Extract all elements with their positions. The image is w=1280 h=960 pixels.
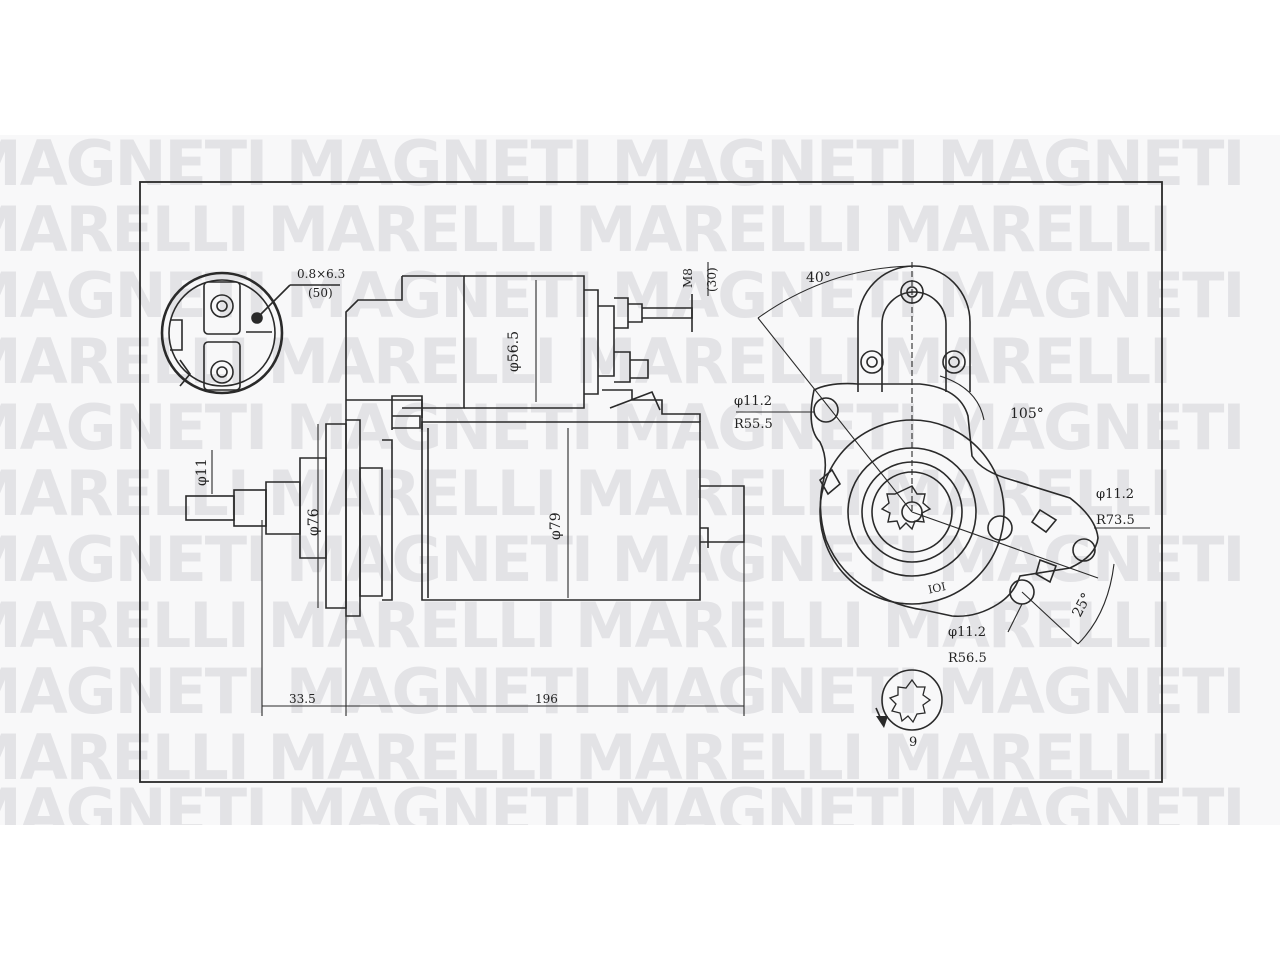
angle-105-label: 105°: [1010, 406, 1044, 422]
m8-label: M8: [681, 268, 695, 288]
length-196-label: 196: [535, 692, 558, 706]
side-dimensions: [211, 262, 745, 716]
watermark-row: MARELLI MARELLI MARELLI MARELLI: [0, 457, 1172, 530]
hole-c-dia-label: φ11.2: [948, 625, 986, 640]
watermark-row: MAGNETI MAGNETI MAGNETI MAGNETI: [0, 135, 1245, 200]
terminal-spec-label: 0.8×6.3: [297, 267, 345, 281]
terminal-end-view: [160, 271, 340, 395]
hole-b-radius-label: R73.5: [1096, 513, 1135, 528]
watermark-row: MAGNETI MAGNETI MAGNETI MAGNETI: [0, 655, 1245, 728]
pinion-detail: [875, 669, 943, 731]
length-33-5-label: 33.5: [289, 692, 316, 706]
hole-a-radius-label: R55.5: [734, 417, 773, 432]
watermark-layer: MAGNETI MAGNETI MAGNETI MAGNETI MARELLI …: [0, 135, 1280, 825]
dia-56-5-label: φ56.5: [506, 331, 522, 372]
angle-25-label: 25°: [1069, 590, 1095, 619]
m8-sub-label: (30): [705, 267, 719, 292]
flange-mark: IOI: [927, 580, 947, 596]
flange-front-view: IOI: [810, 265, 1099, 618]
dia-11-shaft-label: φ11: [194, 458, 210, 486]
watermark-row: MAGNETI MAGNETI MAGNETI MAGNETI: [0, 523, 1245, 596]
flange-dimensions: [736, 262, 1150, 645]
starter-side-view: [185, 275, 745, 617]
hole-a-dia-label: φ11.2: [734, 394, 772, 409]
dia-76-label: φ76: [306, 508, 322, 536]
hole-b-dia-label: φ11.2: [1096, 487, 1134, 502]
terminal-spec-sub-label: (50): [308, 286, 333, 300]
watermark-row: MAGNETI MAGNETI MAGNETI MAGNETI: [0, 259, 1245, 332]
drawing-frame: [139, 181, 1163, 783]
hole-c-radius-label: R56.5: [948, 651, 987, 666]
watermark-row: MAGNETI MAGNETI MAGNETI MAGNETI: [0, 775, 1245, 825]
watermark-row: MARELLI MARELLI MARELLI MARELLI: [0, 193, 1172, 266]
dia-79-label: φ79: [548, 512, 564, 540]
angle-40-label: 40°: [806, 270, 831, 286]
watermark-row: MARELLI MARELLI MARELLI MARELLI: [0, 589, 1172, 662]
teeth-count-label: 9: [909, 735, 917, 750]
